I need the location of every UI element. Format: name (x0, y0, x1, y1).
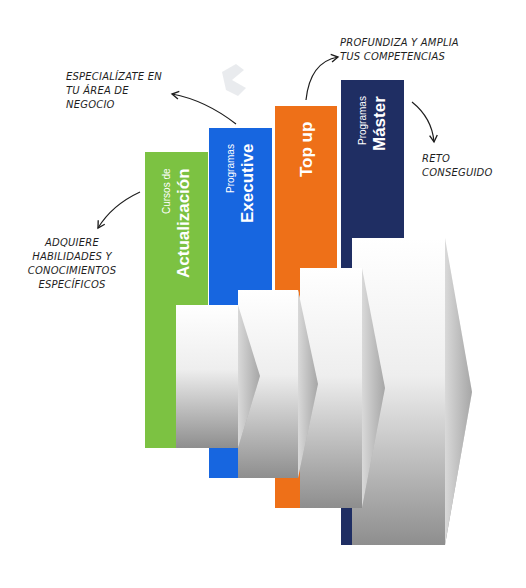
band-title: Actualización (173, 168, 194, 278)
band-title: Executive (237, 144, 258, 223)
program-band: ProgramasMáster (341, 80, 404, 545)
band-text-group: Top up (275, 122, 337, 272)
program-band: ProgramasExecutive (209, 128, 272, 478)
block-actualizacion (176, 305, 260, 448)
band-kicker: Cursos de (160, 168, 173, 214)
handwritten-note: ADQUIERE HABILIDADES Y CONOCIMIENTOS ESP… (22, 236, 122, 292)
handwritten-note: ESPECIALÍZATE EN TU ÁREA DE NEGOCIO (66, 70, 166, 112)
band-title: Máster (369, 96, 390, 151)
block-face (238, 290, 318, 478)
band-kicker: Programas (224, 144, 237, 193)
block-topup (300, 268, 385, 508)
leader-arrow (172, 94, 236, 124)
band-title: Top up (296, 122, 317, 177)
band-kicker: Programas (356, 96, 369, 145)
decor-scribble (222, 64, 246, 96)
band-text-group: ProgramasMáster (341, 96, 404, 246)
band-text-group: Cursos deActualización (145, 168, 208, 318)
leader-arrow (412, 102, 434, 142)
block-side (298, 290, 318, 478)
handwritten-note: RETO CONSEGUIDO (422, 152, 500, 180)
block-side (238, 305, 260, 448)
block-executive (238, 290, 318, 478)
leader-arrow (306, 57, 338, 100)
handwritten-note: PROFUNDIZA Y AMPLIA TUS COMPETENCIAS (340, 36, 480, 64)
block-side (362, 268, 385, 508)
leader-arrow (98, 192, 140, 228)
block-face (300, 268, 385, 508)
band-text-group: ProgramasExecutive (209, 144, 272, 294)
program-band: Cursos deActualización (145, 152, 208, 448)
program-band: Top up (275, 106, 337, 508)
block-master (352, 238, 472, 545)
block-side (445, 238, 472, 545)
block-face (352, 238, 472, 545)
block-face (176, 305, 260, 448)
